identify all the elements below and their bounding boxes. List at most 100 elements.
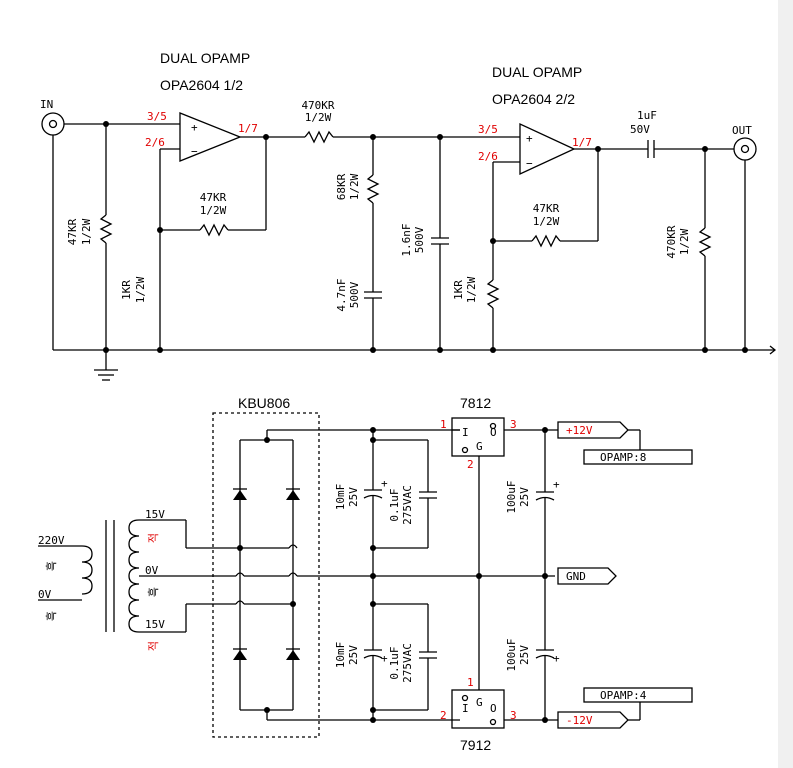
sec-mid-tag: 흑 — [146, 587, 160, 597]
cap-electrolytic-neg-icon — [363, 649, 383, 659]
resistor-gain2-1k — [487, 279, 499, 309]
rs-value: 470KR — [301, 99, 334, 112]
opamp1-pin-out: 1/7 — [238, 122, 258, 135]
cbig-neg-volt: 25V — [347, 645, 360, 665]
reg-neg-pin-o: O — [490, 702, 497, 715]
output-jack-icon — [733, 137, 757, 161]
primary-zero: 0V — [38, 588, 52, 601]
regulator-7812-icon — [451, 417, 505, 457]
diode-bottom-left-icon — [233, 648, 247, 660]
scrollbar-track[interactable] — [778, 0, 793, 768]
sec-bot-voltage: 15V — [145, 618, 165, 631]
cbig-neg-value: 10mF — [334, 642, 347, 669]
reg-pos-pin3: 3 — [510, 418, 517, 431]
rg1-power: 1/2W — [134, 276, 147, 303]
opamp1-minus-sign: − — [191, 145, 198, 158]
cbig-neg-plus: + — [381, 652, 388, 665]
capacitor-1n6-icon — [431, 237, 449, 245]
c16-value: 1.6nF — [400, 223, 413, 256]
resistor-68k — [367, 174, 379, 204]
c47-value: 4.7nF — [335, 278, 348, 311]
rf2-value: 47KR — [533, 202, 560, 215]
cfilm-pos-volt: 275VAC — [401, 485, 414, 525]
cap-film-pos-icon — [419, 491, 437, 499]
opamp2-title-line2: OPA2604 2/2 — [492, 91, 575, 107]
cout-pos-volt: 25V — [518, 487, 531, 507]
reg-pos-pin1: 1 — [440, 418, 447, 431]
diode-top-left-icon — [233, 488, 247, 500]
opamp1-pin-minus: 2/6 — [145, 136, 165, 149]
input-jack-icon — [41, 112, 65, 136]
rin-value: 47KR — [66, 218, 79, 245]
cfilm-neg-value: 0.1uF — [388, 646, 401, 679]
opamp1-plus-sign: + — [191, 121, 198, 134]
cout-neg-value: 100uF — [505, 638, 518, 671]
rg2-value: 1KR — [452, 280, 465, 300]
cbig-pos-volt: 25V — [347, 487, 360, 507]
transformer-icon — [81, 519, 140, 633]
pos-rail-flag — [557, 421, 629, 439]
opamp2-pin-minus: 2/6 — [478, 150, 498, 163]
cout-neg-plus: + — [553, 652, 560, 665]
cap-electrolytic-pos-icon — [363, 489, 383, 499]
cout-pos-value: 100uF — [505, 480, 518, 513]
cap-output-pos-icon — [535, 491, 555, 501]
reg-pos-pin-o: O — [490, 426, 497, 439]
regulator-7912-icon — [451, 689, 505, 729]
rg2-power: 1/2W — [465, 276, 478, 303]
opamp1-pin-plus: 3/5 — [147, 110, 167, 123]
bridge-label: KBU806 — [238, 395, 290, 411]
cout-neg-volt: 25V — [518, 645, 531, 665]
reg-neg-pin2: 2 — [440, 709, 447, 722]
audio-section: IN 47KR 1/2W DUAL OPAMP OPA2604 1/2 + − … — [40, 50, 777, 381]
opamp2-minus-sign: − — [526, 157, 533, 170]
reg-pos-pin2: 2 — [467, 458, 474, 471]
r68-power: 1/2W — [348, 173, 361, 200]
cbig-pos-value: 10mF — [334, 484, 347, 511]
rf1-power: 1/2W — [200, 204, 227, 217]
input-label: IN — [40, 98, 53, 111]
diode-top-right-icon — [286, 488, 300, 500]
sec-top-voltage: 15V — [145, 508, 165, 521]
cfilm-neg-volt: 275VAC — [401, 643, 414, 683]
cap-output-neg-icon — [535, 649, 555, 659]
neg-rail-flag — [557, 711, 629, 729]
primary-tag-2: 흑 — [44, 611, 58, 621]
resistor-series-470k — [304, 131, 334, 143]
reg-pos-pin-i: I — [462, 426, 469, 439]
primary-tag-1: 흑 — [44, 561, 58, 571]
opamp1-title-line2: OPA2604 1/2 — [160, 77, 243, 93]
diode-bottom-right-icon — [286, 648, 300, 660]
bridge-outline — [212, 412, 320, 738]
opamp-pin4-label: OPAMP:4 — [600, 689, 647, 702]
primary-voltage: 220V — [38, 534, 65, 547]
cfilm-pos-value: 0.1uF — [388, 488, 401, 521]
sec-mid-voltage: 0V — [145, 564, 159, 577]
sec-top-tag: 적 — [147, 533, 160, 543]
capacitor-4n7-icon — [364, 291, 382, 299]
power-supply-section: KBU806 220V 0V 흑 흑 — [38, 395, 693, 753]
reg-neg-pin3: 3 — [510, 709, 517, 722]
opamp-pin8-box — [583, 449, 693, 465]
capacitor-output-1uf-icon — [647, 140, 655, 158]
resistor-input-47k — [100, 214, 112, 244]
opamp-pin4-box — [583, 687, 693, 703]
reg-neg-label: 7912 — [460, 737, 491, 753]
opamp1-title-line1: DUAL OPAMP — [160, 50, 250, 66]
r68-value: 68KR — [335, 173, 348, 200]
cout-value: 1uF — [637, 109, 657, 122]
resistor-feedback2-47k — [531, 235, 561, 247]
resistor-output-470k — [699, 227, 711, 257]
opamp2-plus-sign: + — [526, 132, 533, 145]
rout-value: 470KR — [665, 225, 678, 258]
rout-power: 1/2W — [678, 228, 691, 255]
gnd-flag — [557, 567, 617, 585]
opamp-pin8-label: OPAMP:8 — [600, 451, 646, 464]
reg-pos-label: 7812 — [460, 395, 491, 411]
cap-film-neg-icon — [419, 651, 437, 659]
opamp1-triangle-icon — [179, 112, 242, 162]
gnd-label: GND — [566, 570, 586, 583]
sec-bot-tag: 적 — [147, 641, 160, 651]
rs-power: 1/2W — [305, 111, 332, 124]
